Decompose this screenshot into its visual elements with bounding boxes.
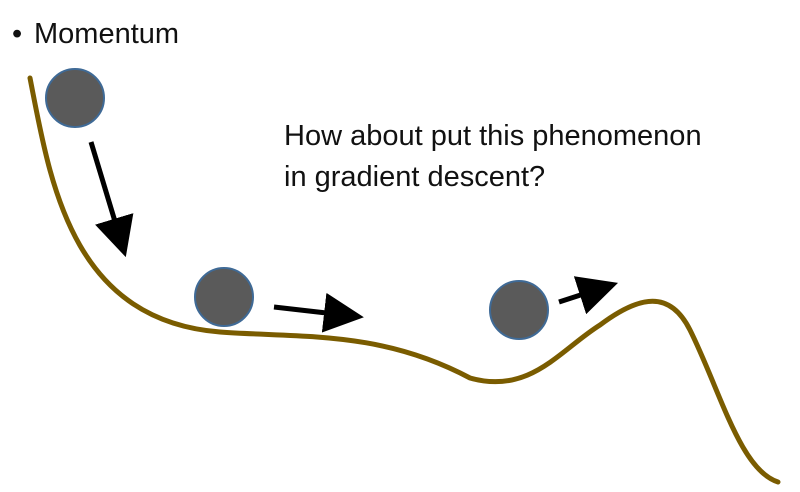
loss-curve — [27, 75, 781, 485]
bullet-text: Momentum — [34, 18, 180, 50]
bullet-dot: • — [12, 18, 23, 50]
arrow-up-right — [558, 276, 619, 315]
ball-middle — [194, 267, 254, 327]
question-line-2: in gradient descent? — [284, 161, 546, 193]
ball-top — [45, 68, 105, 128]
question-text: How about put this phenomenon in gradien… — [284, 116, 774, 198]
ball-right — [489, 280, 549, 340]
arrow-right — [273, 292, 364, 333]
arrow-down — [88, 141, 134, 258]
bullet-heading: • Momentum — [12, 14, 179, 54]
question-line-1: How about put this phenomenon — [284, 120, 702, 152]
